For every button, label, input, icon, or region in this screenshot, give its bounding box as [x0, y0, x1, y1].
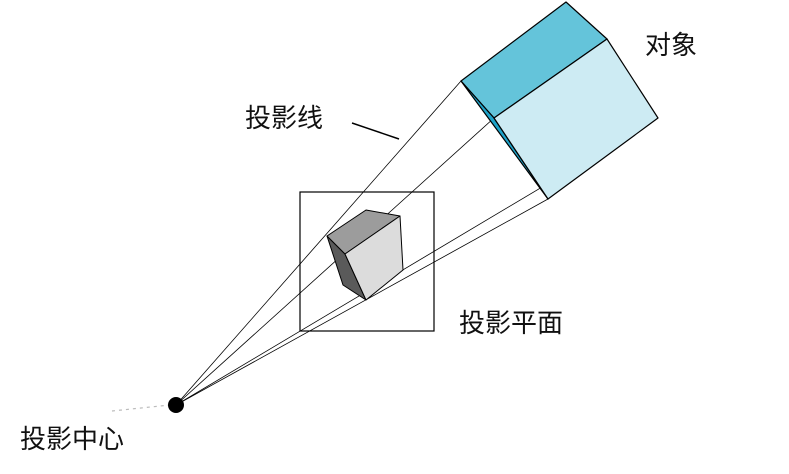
projection-line-pointer [351, 122, 400, 140]
projection-plane [299, 191, 435, 332]
projected-cube-front-face [344, 215, 404, 301]
label-object: 对象 [645, 31, 697, 61]
object-cube-front-face [493, 38, 659, 200]
projected-cube [326, 209, 404, 301]
label-projection-plane: 投影平面 [459, 309, 563, 339]
label-projection-center: 投影中心 [20, 425, 124, 455]
projection-center-dot [168, 397, 184, 413]
ray-top-left [175, 80, 462, 406]
label-projection-line: 投影线 [245, 104, 323, 134]
object-cube [460, 1, 659, 200]
ray-bottom-mid [175, 198, 549, 406]
center-dashed-line [111, 404, 171, 412]
